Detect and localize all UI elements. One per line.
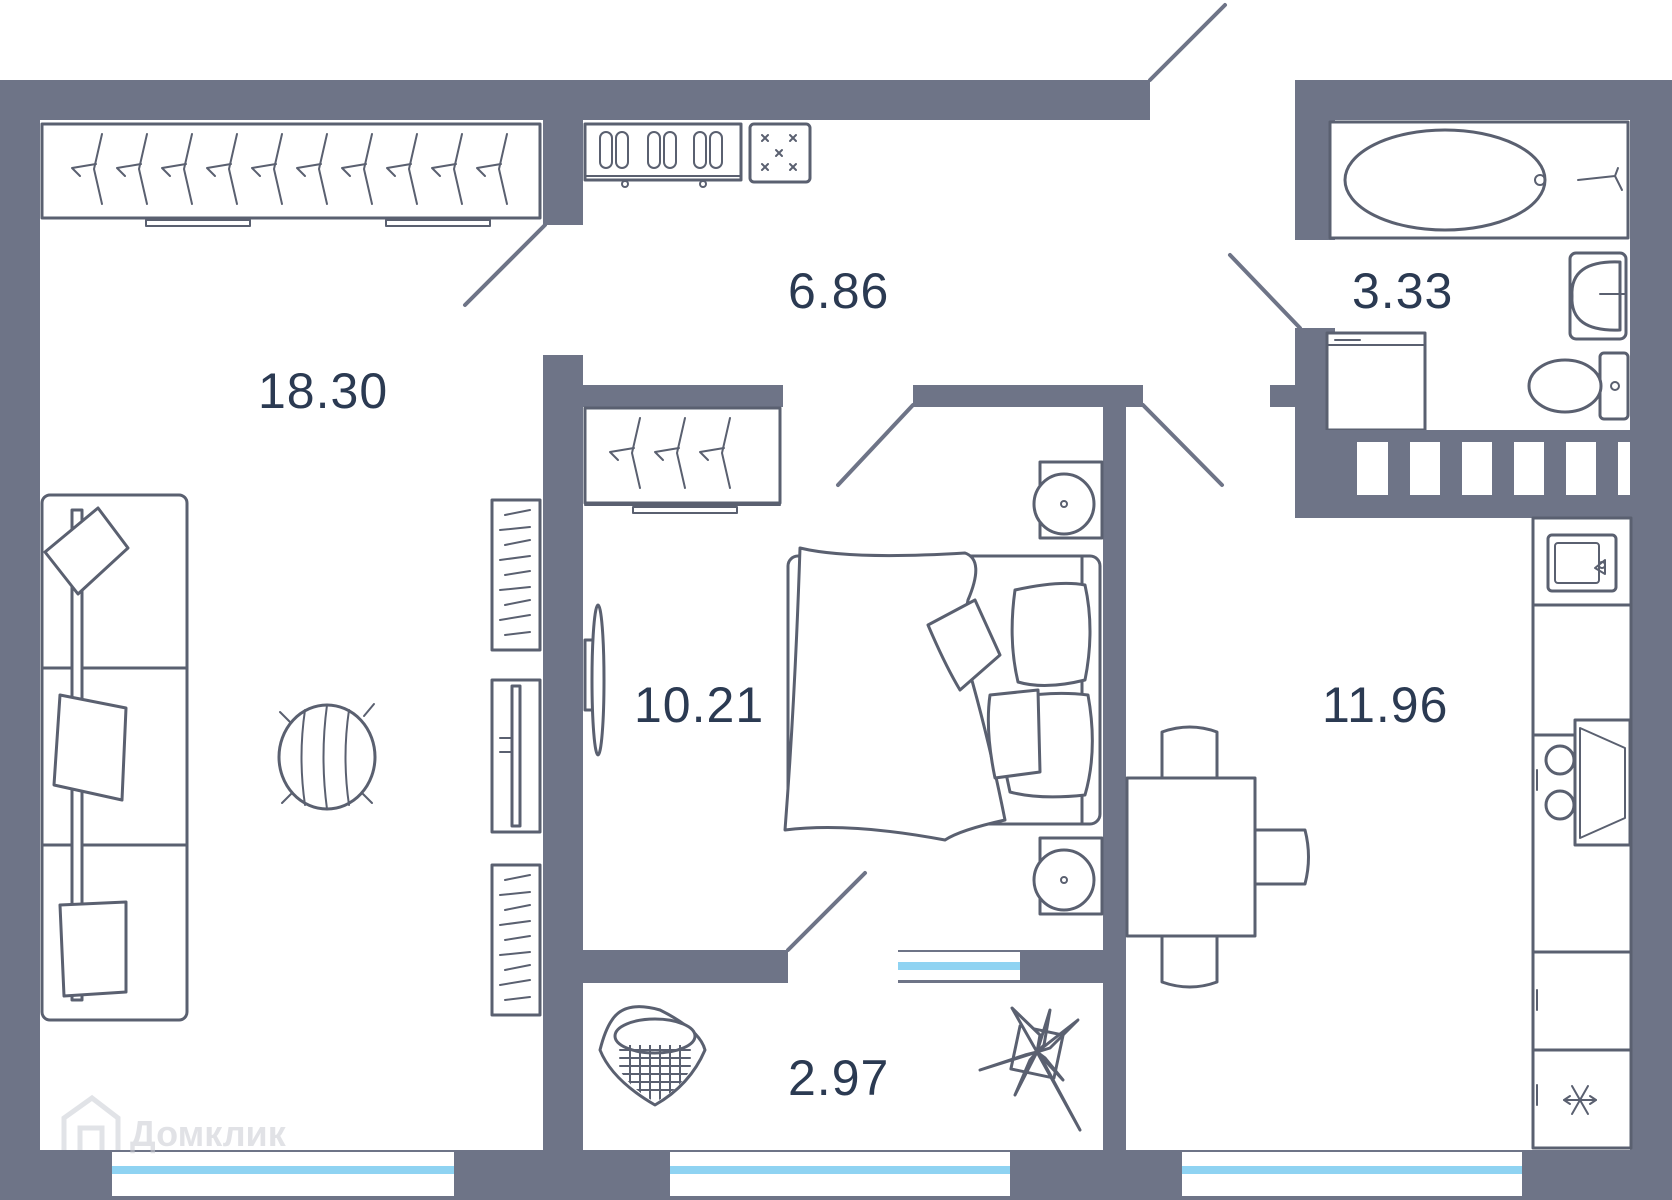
bathtub [1328, 120, 1630, 240]
hallway-pouf [748, 122, 812, 184]
shelves-and-tv [490, 498, 542, 1017]
pouf [277, 703, 377, 811]
house-logo-icon [61, 1094, 121, 1150]
balcony-area: 2.97 [788, 1050, 889, 1106]
wardrobe-bedroom [583, 406, 782, 514]
double-bed [783, 546, 1102, 842]
door-swings [463, 3, 1302, 952]
plant [978, 1006, 1082, 1132]
area-labels: 18.30 6.86 3.33 10.21 11.96 2.97 [258, 263, 1453, 1106]
kitchen-sink [1546, 533, 1618, 593]
washbasin [1568, 251, 1628, 341]
stove [1536, 718, 1632, 847]
dining-table [1125, 725, 1310, 989]
hallway-area: 6.86 [788, 263, 889, 319]
fridge [1536, 989, 1597, 1115]
kitchen-area: 11.96 [1322, 677, 1448, 733]
shoe-rack [583, 122, 743, 188]
bathroom-partition [1325, 430, 1630, 497]
bedroom-tv [583, 603, 606, 757]
balcony-chair [598, 1005, 707, 1107]
bathroom-area: 3.33 [1352, 263, 1453, 319]
windows [112, 952, 1522, 1196]
bedroom-area: 10.21 [634, 677, 764, 733]
hangers [71, 133, 508, 205]
watermark: Домклик [61, 1094, 287, 1154]
living-room-area: 18.30 [258, 363, 388, 419]
nightstands [1032, 460, 1104, 916]
watermark-text: Домклик [130, 1113, 287, 1154]
sofa [40, 493, 189, 1022]
toilet [1527, 351, 1630, 421]
washing-machine [1325, 331, 1427, 432]
wardrobe-living [40, 122, 542, 227]
